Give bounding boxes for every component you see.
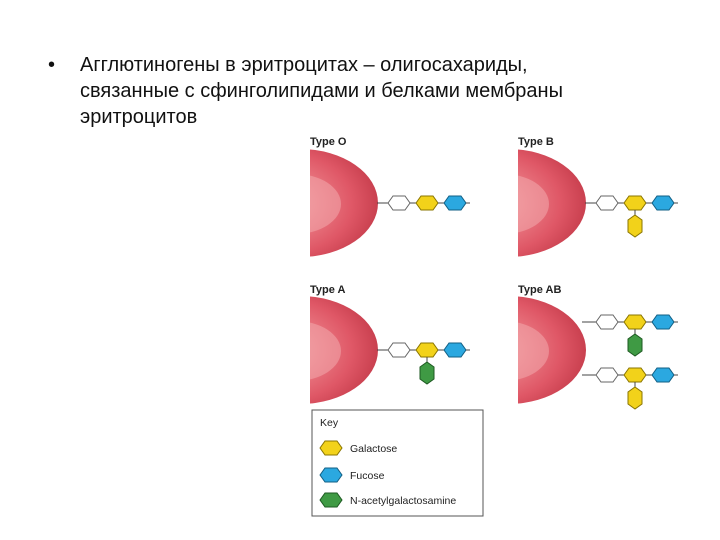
galactose-hexagon bbox=[415, 342, 439, 358]
cell-center-highlight bbox=[518, 322, 549, 380]
galactose-hexagon bbox=[627, 214, 643, 238]
key-label-n-acetylgalactosamine: N-acetylgalactosamine bbox=[350, 495, 456, 507]
key-label-galactose: Galactose bbox=[350, 443, 397, 455]
n-acetylgalactosamine-hexagon bbox=[419, 361, 435, 385]
panel-label-type-b: Type B bbox=[518, 136, 554, 148]
n-acetylgalactosamine-hexagon bbox=[627, 333, 643, 357]
panel-type-b: Type B bbox=[518, 136, 678, 257]
panel-type-o: Type O bbox=[310, 136, 470, 257]
red-blood-cell bbox=[518, 296, 586, 404]
cell-center-highlight bbox=[310, 322, 341, 380]
cell-center-highlight bbox=[310, 175, 341, 233]
galactose-hexagon bbox=[623, 195, 647, 211]
fucose-hexagon bbox=[651, 195, 675, 211]
bullet-line-1: Агглютиногены в эритроцитах – олигосахар… bbox=[80, 54, 528, 76]
red-blood-cell bbox=[310, 149, 378, 257]
bullet-dot: • bbox=[48, 54, 56, 76]
fucose-hexagon bbox=[651, 314, 675, 330]
key-label-fucose: Fucose bbox=[350, 470, 385, 482]
bullet-text: Агглютиногены в эритроцитах – олигосахар… bbox=[80, 52, 680, 130]
fucose-hexagon bbox=[443, 342, 467, 358]
red-blood-cell bbox=[310, 296, 378, 404]
panel-label-type-o: Type O bbox=[310, 136, 347, 148]
unlabeled-sugar-hexagon bbox=[387, 342, 411, 358]
galactose-key-icon bbox=[319, 440, 343, 456]
galactose-hexagon bbox=[415, 195, 439, 211]
blood-type-antigen-diagram: Type O Type B Ty bbox=[310, 136, 678, 517]
bullet-line-2: связанные с сфинголипидами и белками мем… bbox=[80, 80, 563, 102]
fucose-key-icon bbox=[319, 467, 343, 483]
fucose-hexagon bbox=[443, 195, 467, 211]
key-legend: Key Galactose Fucose N-acetylgalactosami… bbox=[311, 409, 484, 517]
key-title: Key bbox=[320, 417, 339, 429]
fucose-hexagon bbox=[651, 367, 675, 383]
unlabeled-sugar-hexagon bbox=[595, 314, 619, 330]
panel-label-type-ab: Type AB bbox=[518, 284, 561, 296]
n-acetylgalactosamine-key-icon bbox=[319, 492, 343, 508]
unlabeled-sugar-hexagon bbox=[387, 195, 411, 211]
panel-label-type-a: Type A bbox=[310, 284, 346, 296]
unlabeled-sugar-hexagon bbox=[595, 195, 619, 211]
galactose-hexagon bbox=[623, 314, 647, 330]
galactose-hexagon bbox=[627, 386, 643, 410]
panel-type-ab: Type AB bbox=[518, 284, 678, 410]
galactose-hexagon bbox=[623, 367, 647, 383]
cell-center-highlight bbox=[518, 175, 549, 233]
red-blood-cell bbox=[518, 149, 586, 257]
panel-type-a: Type A bbox=[310, 284, 470, 404]
unlabeled-sugar-hexagon bbox=[595, 367, 619, 383]
bullet-line-3: эритроцитов bbox=[80, 106, 198, 128]
